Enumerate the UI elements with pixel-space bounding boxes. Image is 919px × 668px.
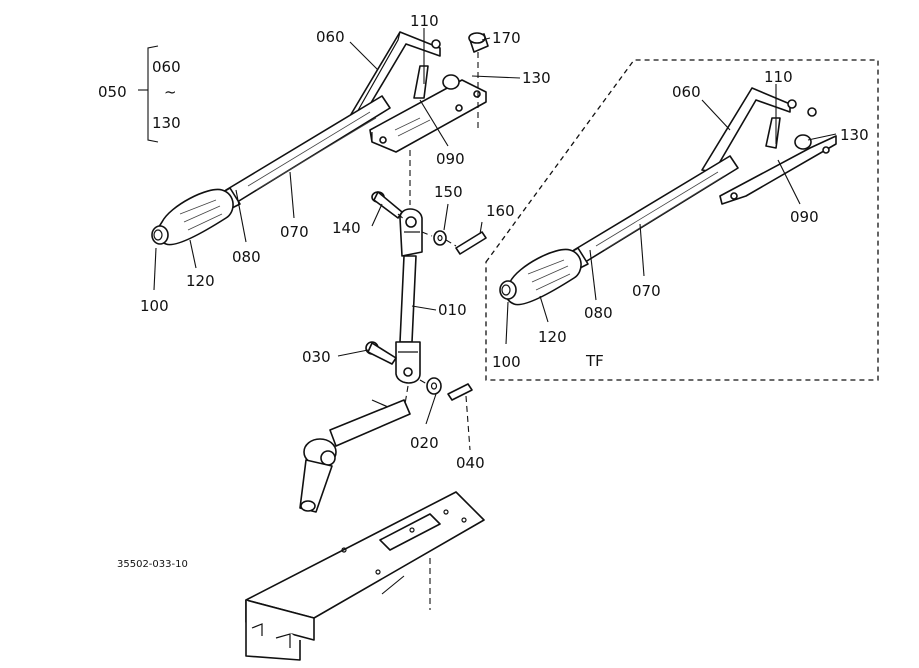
- drawing-number: 35502-033-10: [117, 559, 188, 570]
- tf-label-120: 120: [538, 328, 567, 346]
- latch-part: [413, 65, 429, 99]
- washer-020: [419, 377, 442, 395]
- tf-inset: [485, 59, 879, 381]
- label-040: 040: [456, 454, 485, 472]
- main-lever-assembly: [151, 31, 487, 246]
- tf-label-100: 100: [492, 353, 521, 371]
- label-120: 120: [186, 272, 215, 290]
- label-130: 130: [522, 69, 551, 87]
- tf-label-090: 090: [790, 208, 819, 226]
- label-100: 100: [140, 297, 169, 315]
- label-170: 170: [492, 29, 521, 47]
- label-050-range: ~: [164, 83, 177, 101]
- floor-plate: [245, 491, 485, 661]
- lever-bracket-plate: [369, 79, 487, 153]
- label-050: 050: [98, 83, 127, 101]
- bolt-170: [468, 32, 489, 130]
- label-070: 070: [280, 223, 309, 241]
- link-rod: [399, 255, 417, 343]
- cotter-pin-040: [447, 383, 473, 451]
- tf-inset-border: [485, 59, 879, 381]
- tf-label-110: 110: [764, 68, 793, 86]
- label-060: 060: [316, 28, 345, 46]
- cotter-pin-160: [445, 231, 487, 255]
- link-rod-assembly: [395, 150, 423, 411]
- leader-lines: [138, 28, 837, 425]
- part-labels: 050 060 ~ 130 060 110 170 130 090 070 08…: [98, 12, 869, 570]
- pivot-boss: [442, 74, 460, 90]
- plate-hole: [379, 136, 387, 144]
- tf-label-070: 070: [632, 282, 661, 300]
- pin-030: [365, 341, 397, 365]
- label-030: 030: [302, 348, 331, 366]
- tf-label-060: 060: [672, 83, 701, 101]
- label-090: 090: [436, 150, 465, 168]
- label-050-bottom: 130: [152, 114, 181, 132]
- tf-variant-label: TF: [585, 352, 604, 370]
- tf-label-130: 130: [840, 126, 869, 144]
- label-080: 080: [232, 248, 261, 266]
- label-140: 140: [332, 219, 361, 237]
- tf-label-080: 080: [584, 304, 613, 322]
- label-010: 010: [438, 301, 467, 319]
- link-lower-yoke: [395, 341, 421, 384]
- label-020: 020: [410, 434, 439, 452]
- label-160: 160: [486, 202, 515, 220]
- label-050-top: 060: [152, 58, 181, 76]
- pin-140: [371, 191, 406, 221]
- washer-150: [421, 230, 447, 246]
- label-150: 150: [434, 183, 463, 201]
- label-110: 110: [410, 12, 439, 30]
- shaft-arm: [299, 399, 411, 513]
